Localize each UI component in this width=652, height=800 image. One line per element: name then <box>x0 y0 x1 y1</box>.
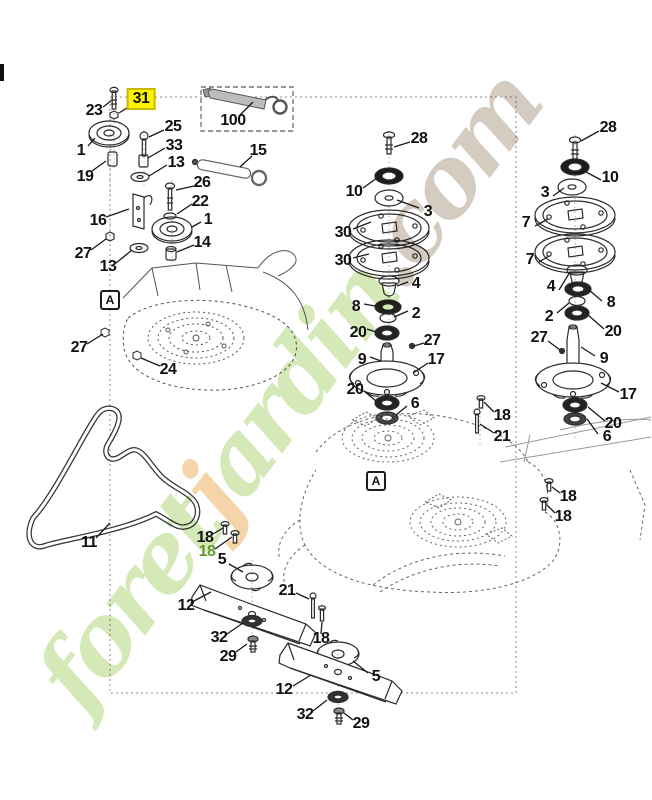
part-label-5: 5 <box>217 551 227 568</box>
part-label-7: 7 <box>525 251 535 268</box>
part-label-26: 26 <box>193 174 211 191</box>
part-label-18: 18 <box>312 630 330 647</box>
part-label-6: 6 <box>410 395 420 412</box>
part-label-32: 32 <box>210 629 228 646</box>
part-label-18: 18 <box>196 529 214 546</box>
part-label-12: 12 <box>177 597 195 614</box>
part-label-10: 10 <box>345 183 363 200</box>
part-label-21: 21 <box>493 428 511 445</box>
part-label-8: 8 <box>351 298 361 315</box>
leader-lines <box>86 100 620 721</box>
part-label-27: 27 <box>74 245 92 262</box>
part-label-30: 30 <box>334 252 352 269</box>
part-label-22: 22 <box>191 193 209 210</box>
part-label-18: 18 <box>493 407 511 424</box>
part-label-24: 24 <box>159 361 177 378</box>
part-label-20: 20 <box>604 415 622 432</box>
part-label-7: 7 <box>521 214 531 231</box>
part-label-31[interactable]: 31 <box>126 88 156 110</box>
part-label-25: 25 <box>164 118 182 135</box>
part-label-20: 20 <box>349 324 367 341</box>
part-label-27: 27 <box>423 332 441 349</box>
spindle-assembly-center <box>348 130 430 425</box>
part-label-1: 1 <box>76 142 86 159</box>
reference-marker-A-1: A <box>366 471 386 491</box>
part-label-18: 18 <box>559 488 577 505</box>
part-label-6: 6 <box>602 428 612 445</box>
part-label-17: 17 <box>619 386 637 403</box>
part-label-33: 33 <box>165 137 183 154</box>
edge-crop-mark <box>0 64 4 81</box>
part-label-21: 21 <box>278 582 296 599</box>
deck-top-view <box>100 250 309 391</box>
part-label-8: 8 <box>606 294 616 311</box>
part-label-16: 16 <box>89 212 107 229</box>
part-label-4: 4 <box>546 278 556 295</box>
part-label-13: 13 <box>167 154 185 171</box>
belt-drawing <box>26 405 201 550</box>
part-label-2: 2 <box>411 305 421 322</box>
part-label-1: 1 <box>203 211 213 228</box>
part-label-5: 5 <box>371 668 381 685</box>
part-label-4: 4 <box>411 275 421 292</box>
part-label-28: 28 <box>599 119 617 136</box>
blade-assembly <box>190 395 554 725</box>
part-label-20: 20 <box>346 381 364 398</box>
part-label-27: 27 <box>530 329 548 346</box>
part-label-100: 100 <box>220 112 246 129</box>
part-label-17: 17 <box>427 351 445 368</box>
part-label-3: 3 <box>423 203 433 220</box>
reference-marker-A-0: A <box>100 290 120 310</box>
part-label-18: 18 <box>554 508 572 525</box>
spindle-assembly-right <box>534 135 616 440</box>
idler-assembly <box>88 86 268 262</box>
part-label-9: 9 <box>357 351 367 368</box>
diagram-border-box <box>109 96 517 694</box>
part-label-9: 9 <box>599 350 609 367</box>
part-label-23: 23 <box>85 102 103 119</box>
deck-main-view <box>278 409 652 593</box>
part-label-19: 19 <box>76 168 94 185</box>
part-label-28: 28 <box>410 130 428 147</box>
part-label-10: 10 <box>601 169 619 186</box>
part-label-20: 20 <box>604 323 622 340</box>
part-label-29: 29 <box>352 715 370 732</box>
part-label-12: 12 <box>275 681 293 698</box>
part-label-14: 14 <box>193 234 211 251</box>
part-label-32: 32 <box>296 706 314 723</box>
part-label-18: 18 <box>198 543 216 560</box>
part-label-3: 3 <box>540 184 550 201</box>
part-label-11: 11 <box>81 534 97 551</box>
part-label-27: 27 <box>70 339 88 356</box>
part-label-29: 29 <box>219 648 237 665</box>
part-label-30: 30 <box>334 224 352 241</box>
part-label-13: 13 <box>99 258 117 275</box>
part-label-15: 15 <box>249 142 267 159</box>
part-label-2: 2 <box>544 308 554 325</box>
